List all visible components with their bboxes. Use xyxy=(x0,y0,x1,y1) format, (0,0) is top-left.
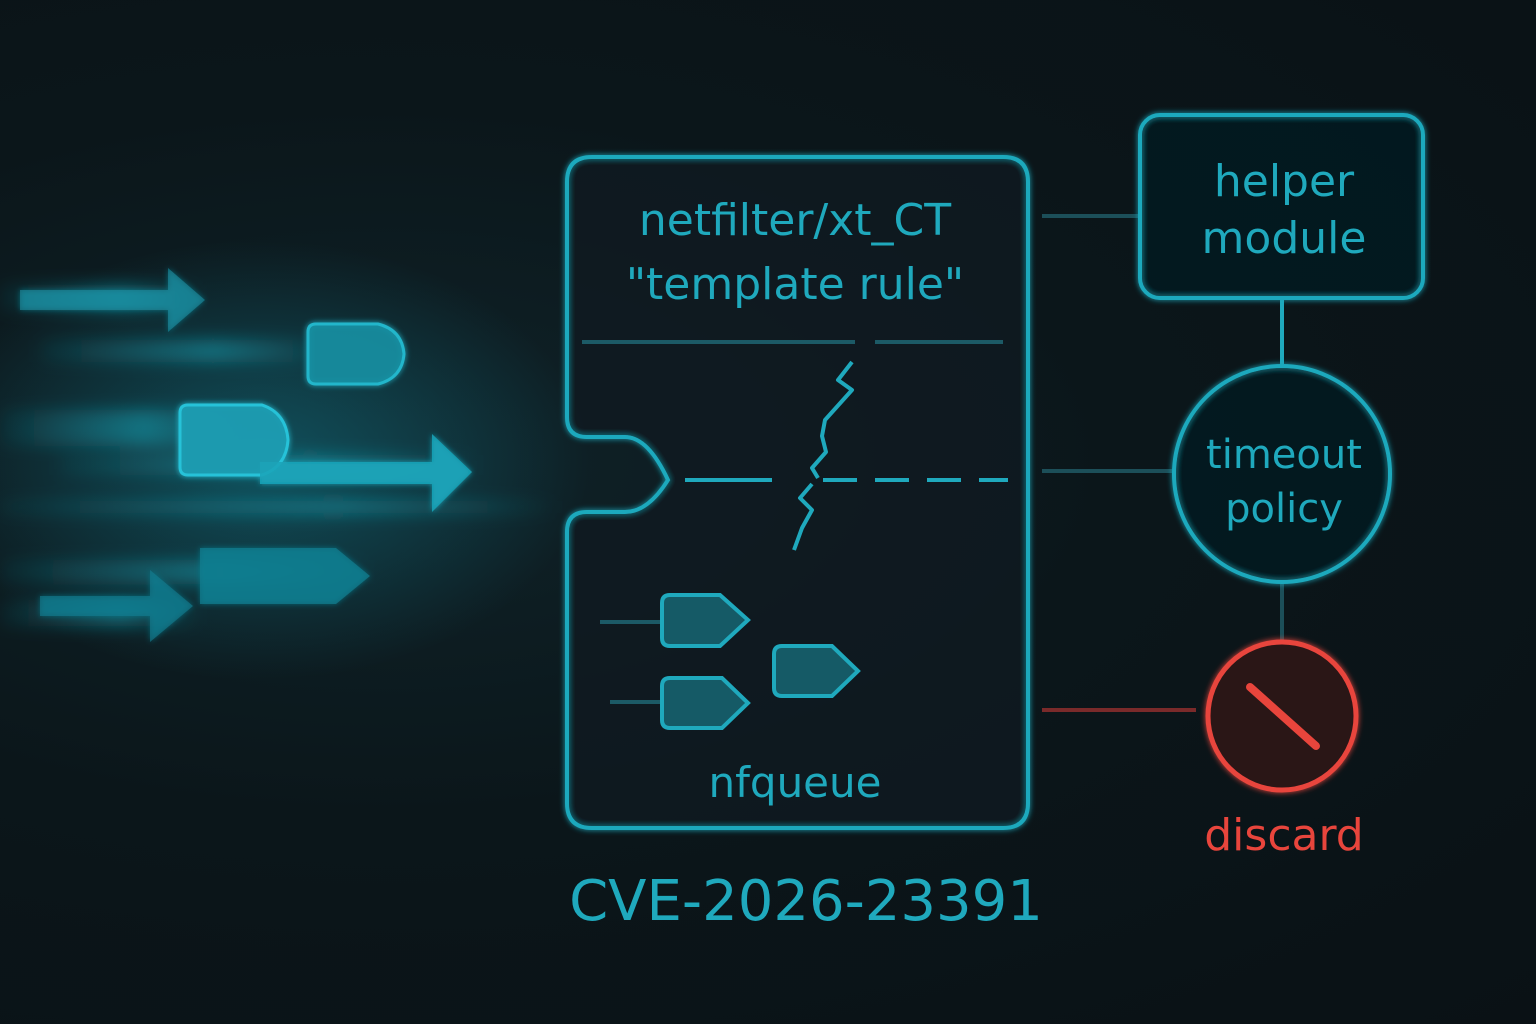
helper-module-line2: module xyxy=(1202,213,1367,264)
traffic-streaks xyxy=(0,285,560,626)
crack-icon xyxy=(792,482,814,551)
streak xyxy=(40,340,330,362)
main-box-title-line2: "template rule" xyxy=(626,259,964,310)
timeout-policy-line2: policy xyxy=(1225,486,1343,532)
main-box-title-line1: netfilter/xt_CT xyxy=(639,195,951,246)
queued-packet-icon xyxy=(660,593,751,648)
cve-caption: CVE-2026-23391 xyxy=(569,869,1043,934)
packet-icon xyxy=(178,403,290,477)
streak xyxy=(0,500,560,514)
timeout-policy-node xyxy=(1172,364,1392,584)
discard-label: discard xyxy=(1204,810,1363,861)
prohibited-icon xyxy=(1246,683,1320,750)
crack-icon xyxy=(810,360,854,480)
queued-packet-icon xyxy=(772,644,861,698)
helper-module-box xyxy=(1138,113,1425,300)
arrow-right-icon xyxy=(260,434,472,512)
arrow-right-icon xyxy=(20,268,205,332)
helper-module-line1: helper xyxy=(1214,156,1355,207)
incoming-traffic xyxy=(20,268,472,642)
packet-icon xyxy=(306,322,406,386)
nfqueue-label: nfqueue xyxy=(709,758,882,807)
arrow-right-icon xyxy=(40,570,193,642)
arrow-right-icon xyxy=(200,548,370,604)
template-rule-box xyxy=(565,155,1030,830)
queued-packet-icon xyxy=(660,676,751,730)
timeout-policy-line1: timeout xyxy=(1206,432,1362,478)
